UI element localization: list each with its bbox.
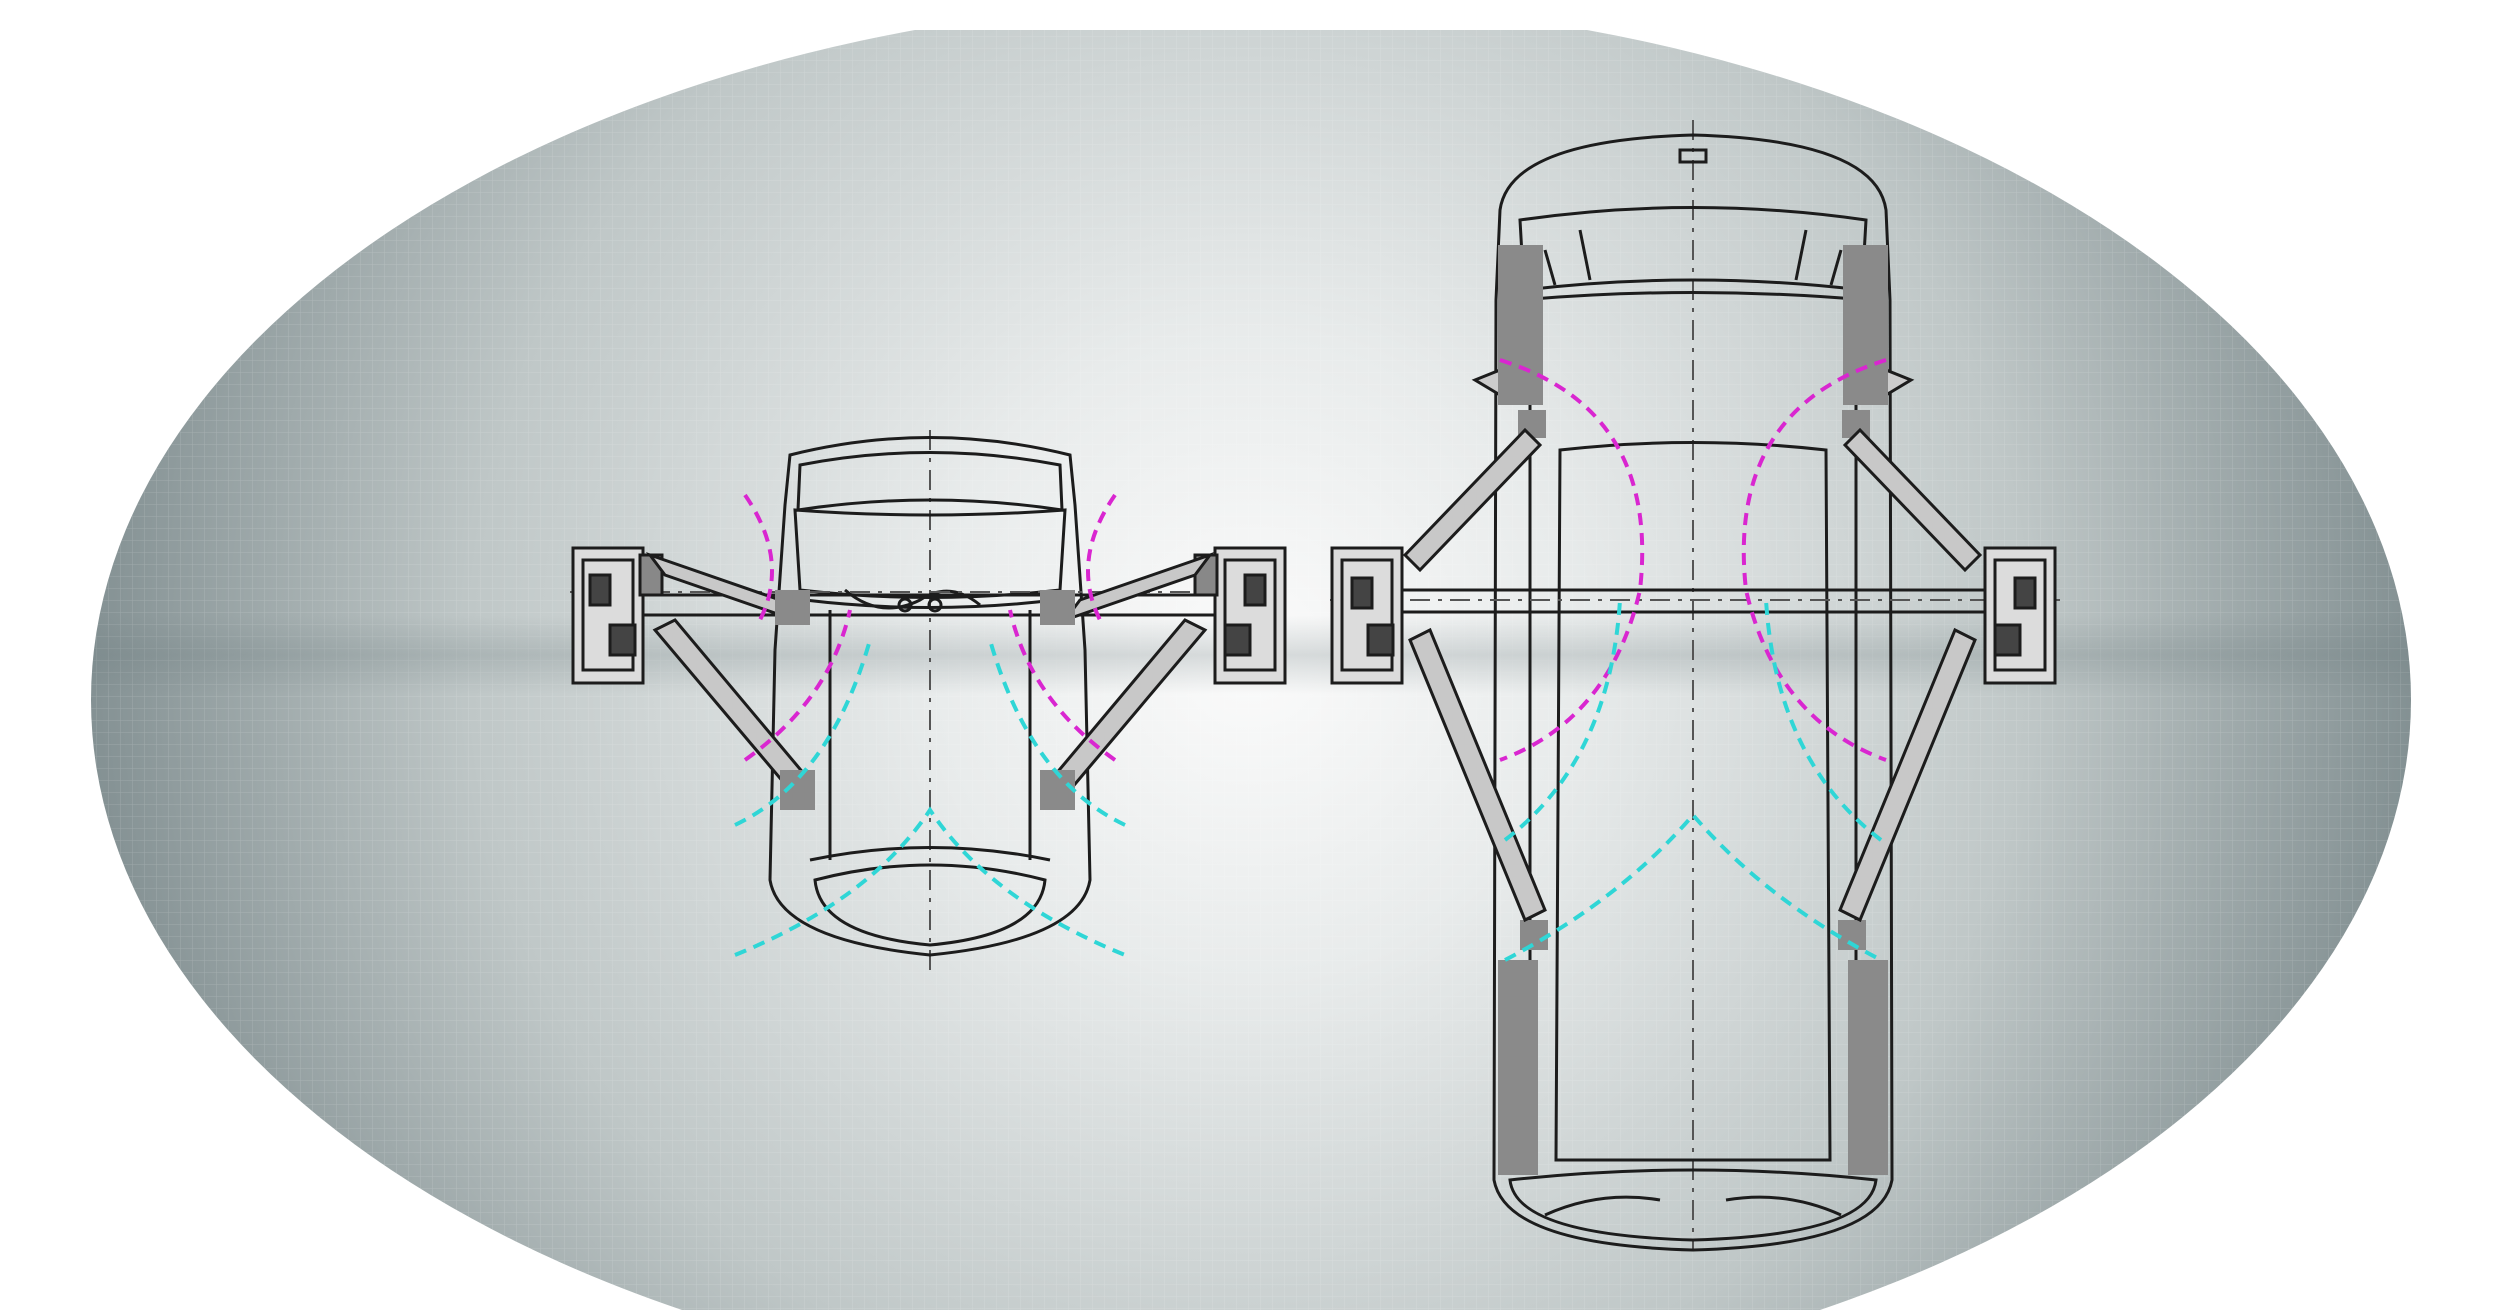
van-frame-rails xyxy=(1498,245,1888,1175)
small-car-arms-right xyxy=(1040,551,1215,810)
van-right-column xyxy=(1983,546,2057,685)
van-left-column xyxy=(1330,546,1404,685)
small-car-diagram xyxy=(570,430,1287,975)
van-reach-arcs-near xyxy=(1499,358,1887,762)
small-car-arms-left xyxy=(645,551,815,810)
top-white-band xyxy=(0,0,2503,30)
van-diagram xyxy=(1330,120,2060,1252)
van-body xyxy=(1471,133,1915,1252)
van-arms-left xyxy=(1402,427,1547,923)
small-car-left-column xyxy=(571,546,664,685)
small-car-right-column xyxy=(1193,546,1287,685)
van-arms-right xyxy=(1838,427,1983,923)
small-car-reach-arcs-far xyxy=(734,639,1126,957)
van-reach-arcs-far xyxy=(1503,599,1883,962)
small-car-reach-arcs-near xyxy=(743,493,1117,762)
